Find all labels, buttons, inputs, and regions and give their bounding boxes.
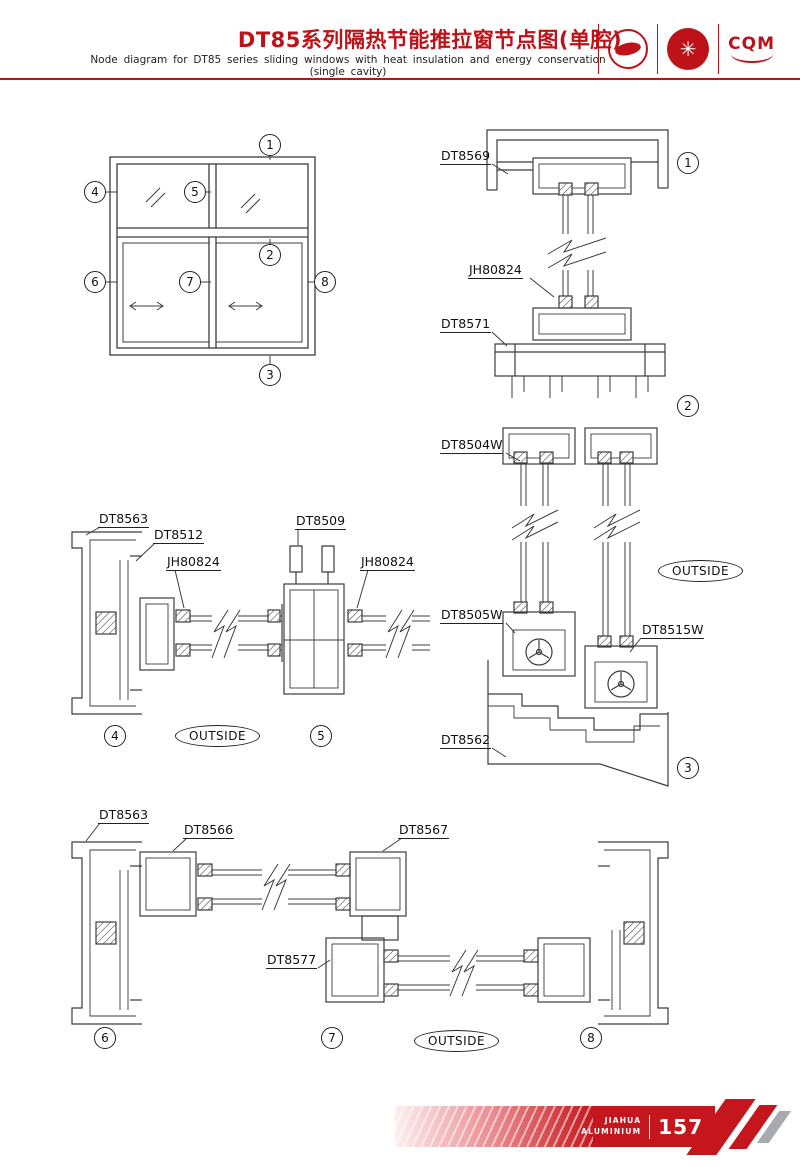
callout-5-elevation: 5 <box>184 181 206 203</box>
part-label-dt8569: DT8569 <box>440 148 492 165</box>
outside-tag-mid: OUTSIDE <box>175 725 261 747</box>
callout-6-elevation: 6 <box>84 271 106 293</box>
mid-section-leaders <box>85 526 369 609</box>
callout-2-section: 2 <box>677 395 699 417</box>
callout-2-elevation: 2 <box>259 244 281 266</box>
vertical-section-drawing <box>486 129 669 787</box>
callout-3-elevation: 3 <box>259 364 281 386</box>
part-label-dt8509: DT8509 <box>295 513 347 530</box>
part-label-dt8512: DT8512 <box>153 527 205 544</box>
part-label-jh80824-mid-left: JH80824 <box>166 554 221 571</box>
part-label-dt8504w: DT8504W <box>440 437 504 454</box>
bottom-section-leaders <box>85 822 403 969</box>
callout-8-elevation: 8 <box>314 271 336 293</box>
horizontal-section-45-drawing <box>71 531 430 715</box>
horizontal-section-678-drawing <box>71 841 669 1025</box>
part-label-dt8563-bottom: DT8563 <box>98 807 150 824</box>
part-label-dt8505w: DT8505W <box>440 607 504 624</box>
cqm-logo-text: CQM <box>728 33 775 54</box>
part-label-dt8563-mid: DT8563 <box>98 511 150 528</box>
callout-4-section: 4 <box>104 725 126 747</box>
callout-7-elevation: 7 <box>179 271 201 293</box>
footer-band: JIAHUA ALUMINIUM 157 <box>395 1106 715 1147</box>
right-section-leaders <box>491 163 642 758</box>
elevation-drawing <box>106 156 316 364</box>
certification-seal-logo: ✳ <box>657 24 718 74</box>
page-title-english: Node diagram for DT85 series sliding win… <box>90 54 606 78</box>
cqm-swoosh-icon <box>730 54 773 63</box>
part-label-dt8566: DT8566 <box>183 822 235 839</box>
page-number: 157 <box>658 1114 703 1139</box>
footer-brand-line1: JIAHUA <box>604 1116 642 1126</box>
part-label-jh80824-mid-right: JH80824 <box>360 554 415 571</box>
header-rule <box>0 78 800 80</box>
part-label-dt8515w: DT8515W <box>641 622 705 639</box>
footer-divider <box>649 1114 651 1139</box>
footer-brand-line2: ALUMINIUM <box>581 1126 642 1136</box>
association-logo <box>598 24 657 74</box>
seal-star-icon: ✳ <box>667 28 710 70</box>
callout-6-section: 6 <box>94 1027 116 1049</box>
footer-brand: JIAHUA ALUMINIUM <box>581 1116 641 1136</box>
footer-chevron-logo <box>686 1094 798 1162</box>
callout-4-elevation: 4 <box>84 181 106 203</box>
page-title-chinese: DT85系列隔热节能推拉窗节点图(单腔) <box>237 28 623 52</box>
callout-1-section: 1 <box>677 152 699 174</box>
outside-tag-right: OUTSIDE <box>658 560 744 582</box>
callout-3-section: 3 <box>677 757 699 779</box>
callout-5-section: 5 <box>310 725 332 747</box>
part-label-dt8567: DT8567 <box>398 822 450 839</box>
cqm-logo: CQM <box>718 24 784 74</box>
callout-7-section: 7 <box>321 1027 343 1049</box>
callout-8-section: 8 <box>580 1027 602 1049</box>
header-logos: ✳ CQM <box>598 24 784 74</box>
part-label-dt8577: DT8577 <box>266 952 318 969</box>
part-label-dt8571: DT8571 <box>440 316 492 333</box>
association-ring-icon <box>608 29 649 69</box>
part-label-jh80824-right: JH80824 <box>468 262 523 279</box>
callout-1-elevation: 1 <box>259 134 281 156</box>
part-label-dt8562: DT8562 <box>440 732 492 749</box>
outside-tag-bottom: OUTSIDE <box>414 1030 500 1052</box>
